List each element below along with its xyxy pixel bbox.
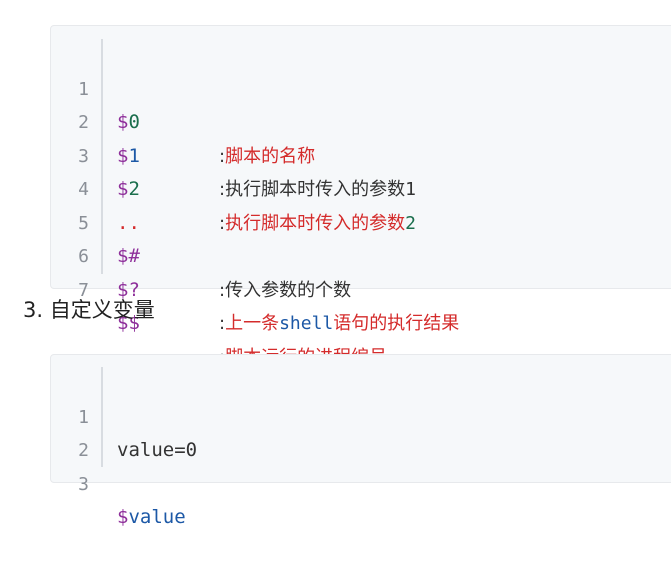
code-line: 2 $1 :执行脚本时传入的参数1 xyxy=(51,73,671,200)
comment-text: :执行脚本时传入的参数1 xyxy=(219,179,416,200)
line-number: 1 xyxy=(78,406,89,428)
code-text: $? xyxy=(117,278,140,301)
line-number: 7 xyxy=(78,279,89,301)
code-line: 7 $$ :脚本运行的进程编号 xyxy=(51,240,671,368)
comment-text: :传入参数的个数 xyxy=(219,279,352,301)
comment-text: :执行脚本时传入的参数2 xyxy=(219,212,416,234)
code-text: $$ xyxy=(117,312,140,334)
code-text: $value xyxy=(117,506,186,528)
code-line: 3 $value xyxy=(51,434,671,529)
code-block-custom-variable: 1 value=0 2 3 $value xyxy=(50,354,671,529)
line-number: 1 xyxy=(78,78,89,100)
section-heading: 3. 自定义变量 xyxy=(23,298,155,322)
code-text: $2 xyxy=(117,178,140,200)
comment-text: :上一条shell语句的执行结果 xyxy=(219,313,460,334)
code-block-shell-variables: 1 $0 :脚本的名称 2 $1 :执行脚本时传入的参数1 3 $2 :执行脚本… xyxy=(50,25,671,368)
line-number: 2 xyxy=(78,112,89,133)
line-number: 6 xyxy=(78,246,89,267)
code-line: 1 $0 :脚本的名称 xyxy=(51,39,671,167)
line-number: 5 xyxy=(78,212,89,234)
gutter-divider xyxy=(101,367,103,467)
gutter-divider xyxy=(101,39,103,274)
line-number: 3 xyxy=(78,473,89,495)
code-text: value=0 xyxy=(117,439,198,461)
code-line: 6 $? :上一条shell语句的执行结果 xyxy=(51,207,671,334)
code-line: 3 $2 :执行脚本时传入的参数2 xyxy=(51,106,671,234)
line-number: 3 xyxy=(78,145,89,167)
code-text: .. xyxy=(117,211,140,234)
code-text: $1 xyxy=(117,144,140,167)
code-text: $0 xyxy=(117,111,140,133)
code-line: 5 $# :传入参数的个数 xyxy=(51,173,671,301)
code-line: 1 value=0 xyxy=(51,367,671,462)
code-text: $# xyxy=(117,245,140,267)
comment-text: :脚本的名称 xyxy=(219,145,316,167)
code-line: 2 xyxy=(51,401,671,461)
line-number: 4 xyxy=(78,179,89,200)
line-number: 2 xyxy=(78,440,89,461)
code-line: 4 .. xyxy=(51,140,671,234)
